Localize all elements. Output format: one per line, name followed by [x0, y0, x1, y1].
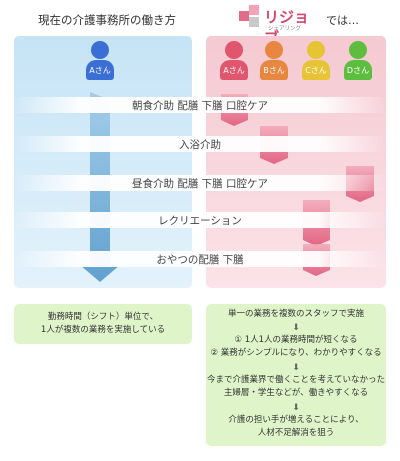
person-label: Bさん [260, 60, 288, 80]
person-head-icon [265, 41, 283, 59]
left-header-title: 現在の介護事務所の働き方 [38, 13, 176, 27]
benefit-line-7: 人材不足解消を狙う [257, 428, 335, 438]
logo-sub: シェアリング [268, 26, 302, 32]
down-arrow-icon: ⬇ [292, 323, 300, 333]
task-band-4 [14, 212, 386, 228]
task-breakfast: 朝食介助 配膳 下膳 口腔ケア [131, 100, 268, 112]
right-header-suffix: では… [326, 14, 359, 27]
task-lunch: 昼食介助 配膳 下膳 口腔ケア [131, 178, 268, 190]
person-d: Dさん [344, 41, 372, 80]
down-arrow-icon: ⬇ [292, 403, 300, 413]
benefit-line-6: 介護の担い手が増えることにより、 [228, 415, 364, 425]
benefit-line-2: ① 1人1人の業務時間が短くなる [234, 335, 358, 345]
task-recreation: レクリエーション [158, 215, 242, 227]
down-arrow-icon: ⬇ [292, 363, 300, 373]
benefit-line-1: 単一の業務を複数のスタッフで実施 [227, 309, 364, 319]
person-label: Aさん [220, 60, 248, 80]
person-head-icon [91, 41, 109, 59]
left-summary-line-2: 1人が複数の業務を実施している [40, 325, 166, 335]
person-head-icon [349, 41, 367, 59]
person-head-icon [225, 41, 243, 59]
logo-mark-icon [239, 5, 259, 27]
person-b: Bさん [260, 41, 288, 80]
person-label: Cさん [302, 60, 330, 80]
task-bath: 入浴介助 [179, 139, 221, 151]
benefit-line-3: ② 業務がシンプルになり、わかりやすくなる [210, 348, 382, 358]
task-band-3 [14, 175, 386, 191]
task-snack: おやつの配膳 下膳 [156, 254, 244, 266]
benefit-line-5: 主婦層・学生などが、働きやすくなる [223, 388, 369, 398]
left-summary-box: 勤務時間（シフト）単位で、 1人が複数の業務を実施している [14, 304, 192, 344]
person-c: Cさん [302, 41, 330, 80]
person-a-current: Aさん [86, 41, 114, 80]
person-a: Aさん [220, 41, 248, 80]
person-label: Aさん [86, 60, 114, 80]
benefits-box: 単一の業務を複数のスタッフで実施 ⬇ ① 1人1人の業務時間が短くなる ② 業務… [206, 304, 386, 446]
task-band-2 [14, 136, 386, 152]
task-band-5 [14, 251, 386, 267]
benefit-line-4: 今まで介護業界で働くことを考えていなかった [206, 375, 386, 385]
person-label: Dさん [344, 60, 372, 80]
person-head-icon [307, 41, 325, 59]
task-band-1 [14, 97, 386, 113]
left-summary-line-1: 勤務時間（シフト）単位で、 [47, 312, 159, 322]
